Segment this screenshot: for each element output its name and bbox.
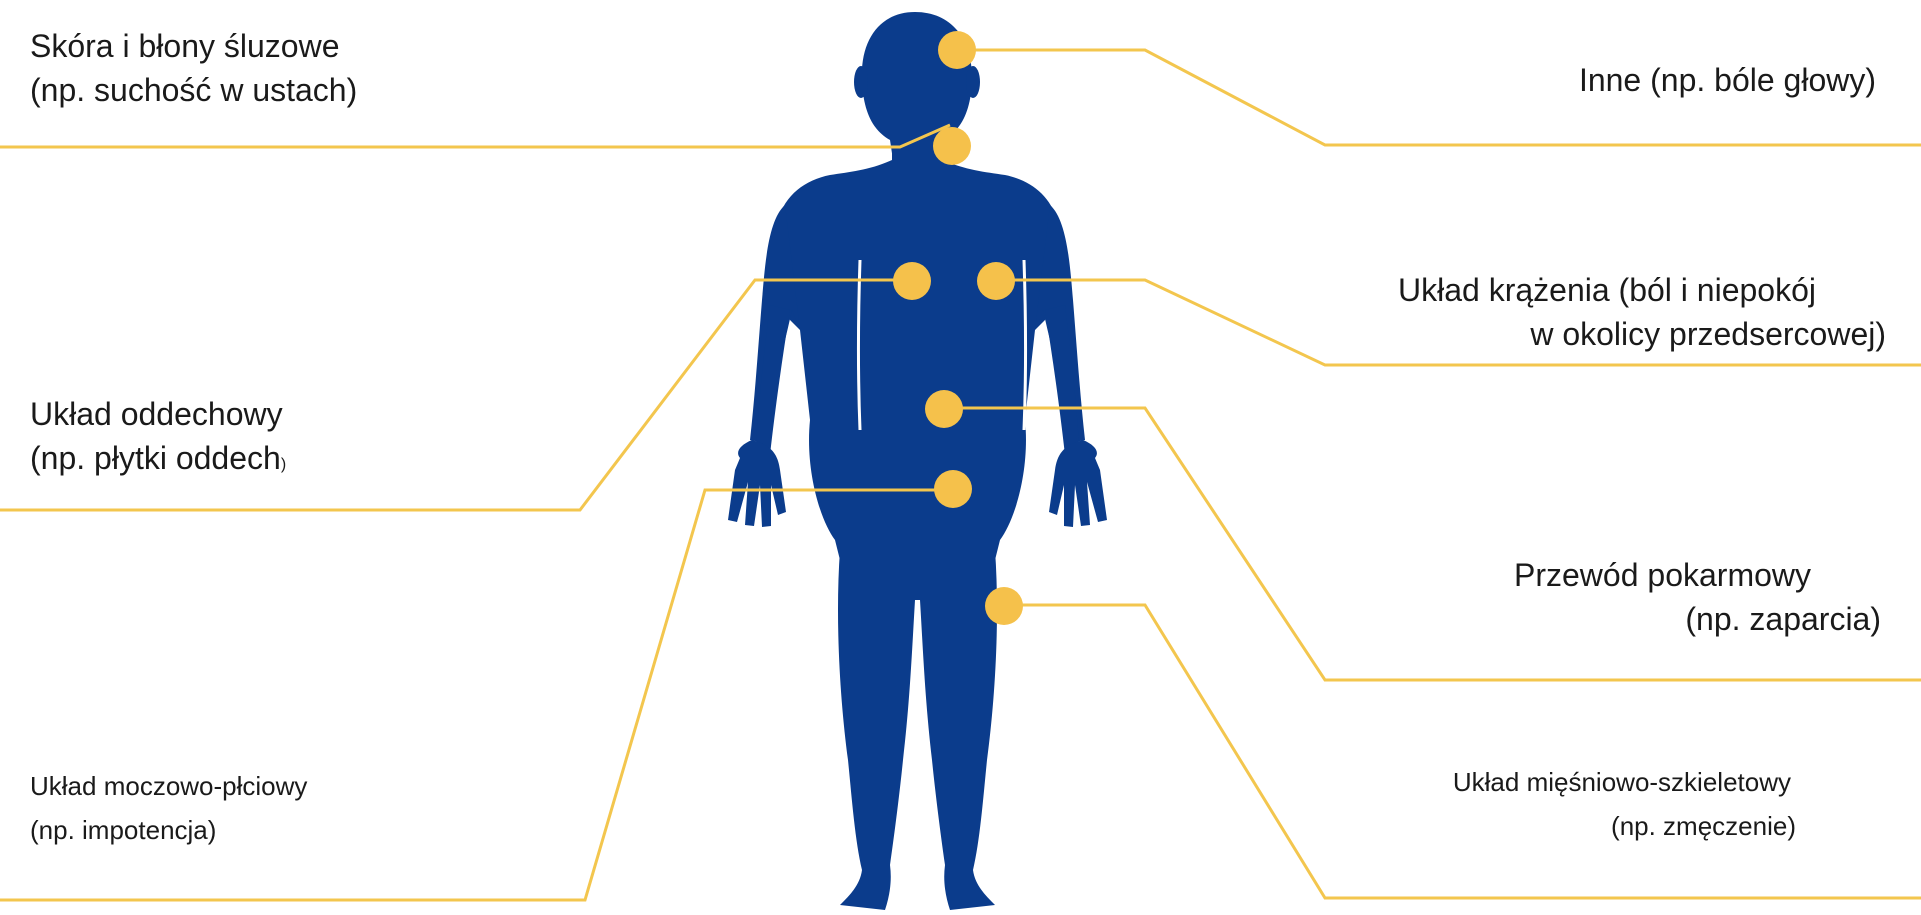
- dot-chest-left: [893, 262, 931, 300]
- dot-neck: [933, 127, 971, 165]
- label-digestive-example: (np. zaparcia): [1514, 597, 1881, 641]
- label-respiratory-example: (np. płytki oddech): [30, 436, 286, 487]
- dot-pelvis: [934, 470, 972, 508]
- label-respiratory: Układ oddechowy (np. płytki oddech): [30, 392, 286, 487]
- label-circulatory: Układ krążenia (ból i niepokój w okolicy…: [1398, 268, 1816, 356]
- label-respiratory-paren: ): [281, 456, 286, 473]
- label-digestive-title: Przewód pokarmowy: [1514, 553, 1811, 597]
- dot-thigh: [985, 587, 1023, 625]
- label-urogenital-example: (np. impotencja): [30, 808, 307, 852]
- label-other: Inne (np. bóle głowy): [1579, 58, 1876, 102]
- label-musculoskeletal: Układ mięśniowo-szkieletowy (np. zmęczen…: [1453, 760, 1791, 848]
- label-skin-example: (np. suchość w ustach): [30, 68, 357, 112]
- label-musculoskeletal-title: Układ mięśniowo-szkieletowy: [1453, 760, 1791, 804]
- label-skin-title: Skóra i błony śluzowe: [30, 24, 357, 68]
- label-respiratory-example-text: (np. płytki oddech: [30, 440, 281, 476]
- label-musculoskeletal-example: (np. zmęczenie): [1453, 804, 1796, 848]
- label-urogenital-title: Układ moczowo-płciowy: [30, 764, 307, 808]
- dot-head: [938, 31, 976, 69]
- label-respiratory-title: Układ oddechowy: [30, 392, 286, 436]
- label-circulatory-title: Układ krążenia (ból i niepokój: [1398, 268, 1816, 312]
- label-other-text: Inne (np. bóle głowy): [1579, 58, 1876, 102]
- label-urogenital: Układ moczowo-płciowy (np. impotencja): [30, 764, 307, 852]
- dot-abdomen: [925, 390, 963, 428]
- label-digestive: Przewód pokarmowy (np. zaparcia): [1514, 553, 1881, 641]
- label-skin: Skóra i błony śluzowe (np. suchość w ust…: [30, 24, 357, 112]
- dot-chest-right: [977, 262, 1015, 300]
- label-circulatory-example: w okolicy przedsercowej): [1398, 312, 1886, 356]
